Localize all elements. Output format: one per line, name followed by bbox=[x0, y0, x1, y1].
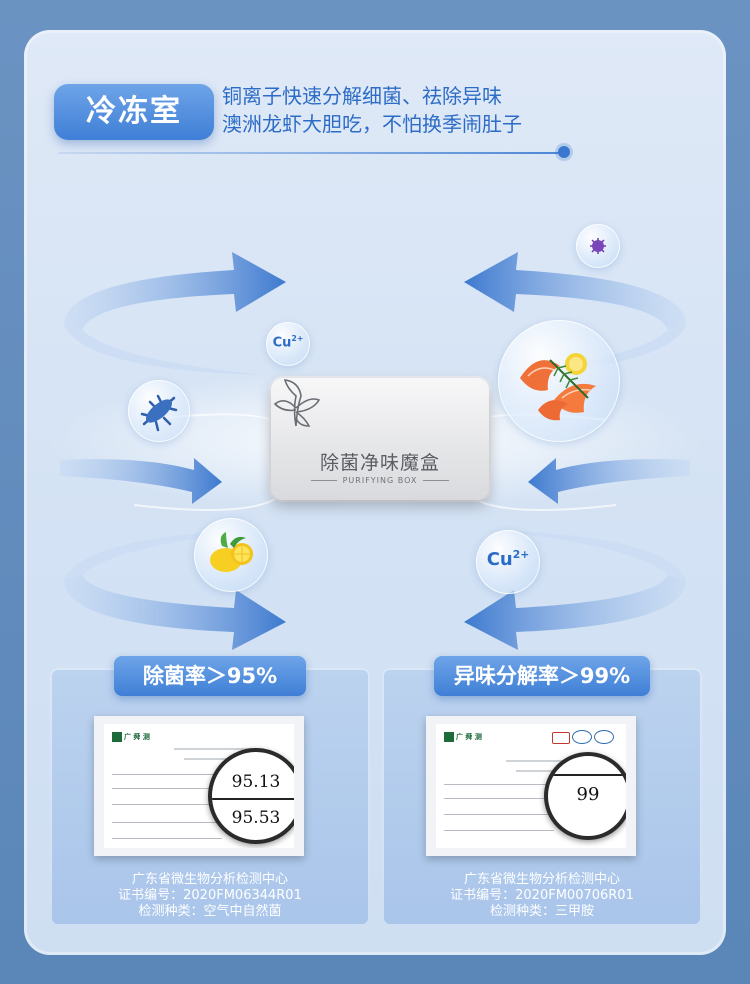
lemon-bubble bbox=[194, 518, 268, 592]
certificate-paper: 广 舜 测 99 bbox=[436, 724, 626, 848]
lemon-icon bbox=[210, 532, 253, 572]
caption-line: 广东省微生物分析检测中心 bbox=[463, 872, 620, 887]
copper-ion-bubble-top: Cu2+ bbox=[266, 322, 310, 366]
bacteria-bubble bbox=[128, 380, 190, 442]
cert-org-logo: 广 舜 测 bbox=[112, 732, 150, 742]
caption-line: 检测种类：三甲胺 bbox=[489, 904, 594, 919]
purifying-box: 除菌净味魔盒 PURIFYING BOX bbox=[271, 378, 489, 500]
airflow-bottom-right bbox=[464, 575, 686, 650]
certificate-frame: 广 舜 测 95.13 95.53 bbox=[94, 716, 304, 856]
salmon-icon bbox=[520, 353, 596, 421]
certificate-frame: 广 舜 测 99 bbox=[426, 716, 636, 856]
salmon-bubble bbox=[498, 320, 620, 442]
caption-line: 广东省微生物分析检测中心 bbox=[131, 872, 288, 887]
airflow-top-left bbox=[64, 252, 286, 330]
product-title: 除菌净味魔盒 bbox=[319, 452, 440, 474]
test-panel-sterilization: 除菌率＞95% 广 舜 测 95.13 95.53 广东省 bbox=[50, 656, 370, 926]
org-logo-icon bbox=[112, 732, 122, 742]
sterilization-rate-tag: 除菌率＞95% bbox=[114, 656, 306, 696]
germ-icon bbox=[590, 238, 606, 254]
section-headline: 铜离子快速分解细菌、祛除异味 澳洲龙虾大胆吃，不怕换季闹肚子 bbox=[222, 82, 522, 138]
airflow-top-left-tail bbox=[64, 325, 264, 375]
magnified-value-2: 95.53 bbox=[231, 808, 281, 828]
org-logo-icon bbox=[444, 732, 454, 742]
magnified-result: 99 bbox=[544, 752, 626, 840]
divider-dot bbox=[558, 146, 570, 158]
divider-line bbox=[58, 152, 566, 154]
airflow-top-right bbox=[464, 252, 686, 330]
airflow-bottom-right-tail bbox=[486, 530, 686, 580]
copper-ion-label: Cu2+ bbox=[272, 334, 304, 351]
ilac-stamp-icon bbox=[594, 730, 614, 744]
headline-line-1: 铜离子快速分解细菌、祛除异味 bbox=[222, 84, 502, 108]
magnified-value-1: 95.13 bbox=[231, 772, 281, 792]
certificate-caption: 广东省微生物分析检测中心 证书编号：2020FM06344R01 检测种类：空气… bbox=[50, 872, 370, 920]
magnified-result: 95.13 95.53 bbox=[208, 748, 294, 844]
copper-ion-label: Cu2+ bbox=[486, 548, 530, 570]
magnified-value-1: 99 bbox=[576, 784, 600, 805]
certificate-caption: 广东省微生物分析检测中心 证书编号：2020FM00706R01 检测种类：三甲… bbox=[382, 872, 702, 920]
section-badge: 冷冻室 bbox=[54, 84, 214, 140]
copper-ion-bubble-bottom: Cu2+ bbox=[476, 530, 540, 594]
purify-scene: Cu2+ Cu2+ bbox=[24, 170, 726, 670]
cma-stamp-icon bbox=[552, 732, 570, 744]
bacteria-icon bbox=[140, 394, 178, 432]
cnas-stamp-icon bbox=[572, 730, 592, 744]
odor-removal-rate-tag: 异味分解率＞99% bbox=[434, 656, 650, 696]
cert-org-logo: 广 舜 测 bbox=[444, 732, 482, 742]
caption-line: 证书编号：2020FM00706R01 bbox=[450, 888, 634, 903]
test-panel-deodorization: 异味分解率＞99% 广 舜 测 99 bbox=[382, 656, 702, 926]
caption-line: 证书编号：2020FM06344R01 bbox=[118, 888, 302, 903]
leaf-logo-icon bbox=[273, 379, 321, 427]
airflow-bottom-left bbox=[64, 575, 286, 650]
airflow-mid-left bbox=[60, 458, 222, 504]
airflow-mid-right bbox=[528, 458, 690, 504]
caption-line: 检测种类：空气中自然菌 bbox=[138, 904, 282, 919]
headline-line-2: 澳洲龙虾大胆吃，不怕换季闹肚子 bbox=[222, 112, 522, 136]
freezer-card: 冷冻室 铜离子快速分解细菌、祛除异味 澳洲龙虾大胆吃，不怕换季闹肚子 bbox=[24, 30, 726, 955]
certificate-paper: 广 舜 测 95.13 95.53 bbox=[104, 724, 294, 848]
germ-bubble bbox=[576, 224, 620, 268]
product-subtitle: PURIFYING BOX bbox=[271, 476, 489, 485]
airflow-bottom-left-tail bbox=[64, 530, 264, 580]
